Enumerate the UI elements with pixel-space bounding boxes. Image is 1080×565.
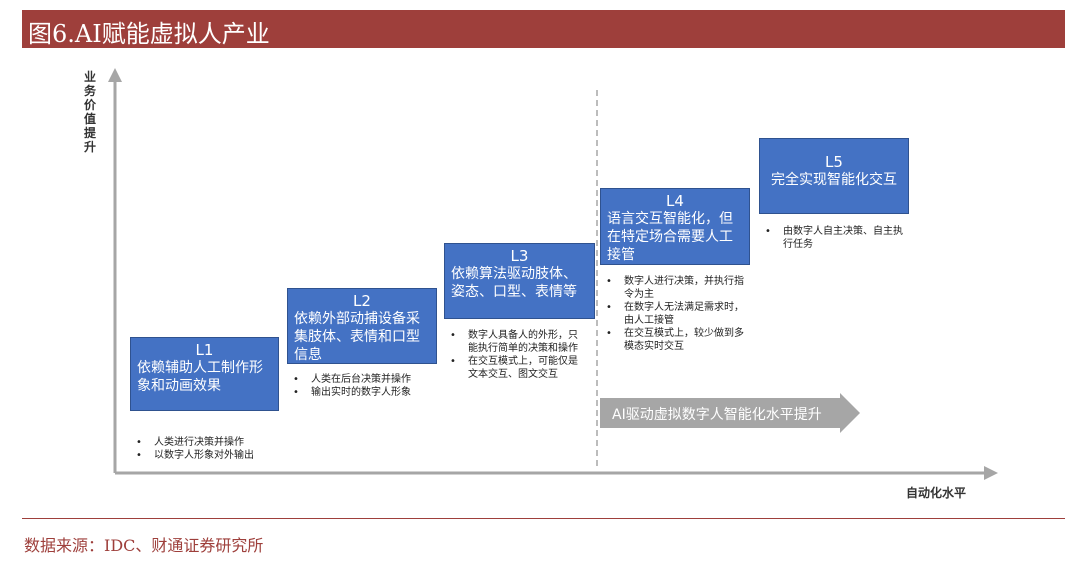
l2-bullets: 人类在后台决策并操作输出实时的数字人形象 [291,373,441,399]
y-axis-label: 业务价值提升 [84,70,97,154]
bullet: 在交互模式上，较少做到多模态实时交互 [604,327,744,353]
level-desc: 语言交互智能化，但在特定场合需要人工接管 [607,211,733,263]
bullet: 输出实时的数字人形象 [291,386,441,399]
bullet: 由数字人自主决策、自主执行任务 [763,225,903,251]
bullet: 以数字人形象对外输出 [134,449,284,462]
progress-arrow-label: AI驱动虚拟数字人智能化水平提升 [612,407,822,423]
source-note: 数据来源：IDC、财通证券研究所 [24,536,264,555]
figure-title: 图6.AI赋能虚拟人产业 [28,20,270,48]
level-desc: 依赖算法驱动肢体、姿态、口型、表情等 [451,266,577,300]
bullet: 人类进行决策并操作 [134,436,284,449]
level-desc: 完全实现智能化交互 [771,172,897,188]
l4-bullets: 数字人进行决策，并执行指令为主在数字人无法满足需求时，由人工接管在交互模式上，较… [604,275,744,353]
level-desc: 依赖外部动捕设备采集肢体、表情和口型信息 [294,311,420,363]
x-axis-arrowhead [984,466,998,480]
bullet: 数字人具备人的外形，只能执行简单的决策和操作 [448,329,584,355]
bullet: 人类在后台决策并操作 [291,373,441,386]
level-title: L3 [510,247,529,265]
l1-bullets: 人类进行决策并操作以数字人形象对外输出 [134,436,284,462]
l5-bullets: 由数字人自主决策、自主执行任务 [763,225,903,251]
bullet: 在交互模式上，可能仅是文本交互、图文交互 [448,355,584,381]
progress-arrow-shape [600,393,860,433]
bullet: 数字人进行决策，并执行指令为主 [604,275,744,301]
level-title: L2 [353,292,371,310]
header-bar: 图6.AI赋能虚拟人产业 [22,10,1065,48]
footer-divider [22,518,1065,519]
y-axis-arrowhead [108,68,122,82]
level-title: L4 [666,192,684,210]
bullet: 在数字人无法满足需求时，由人工接管 [604,301,744,327]
level-title: L5 [825,153,843,171]
level-desc: 依赖辅助人工制作形象和动画效果 [137,360,263,394]
level-title: L1 [195,341,214,359]
l3-bullets: 数字人具备人的外形，只能执行简单的决策和操作在交互模式上，可能仅是文本交互、图文… [448,329,584,381]
x-axis-label: 自动化水平 [906,486,967,500]
